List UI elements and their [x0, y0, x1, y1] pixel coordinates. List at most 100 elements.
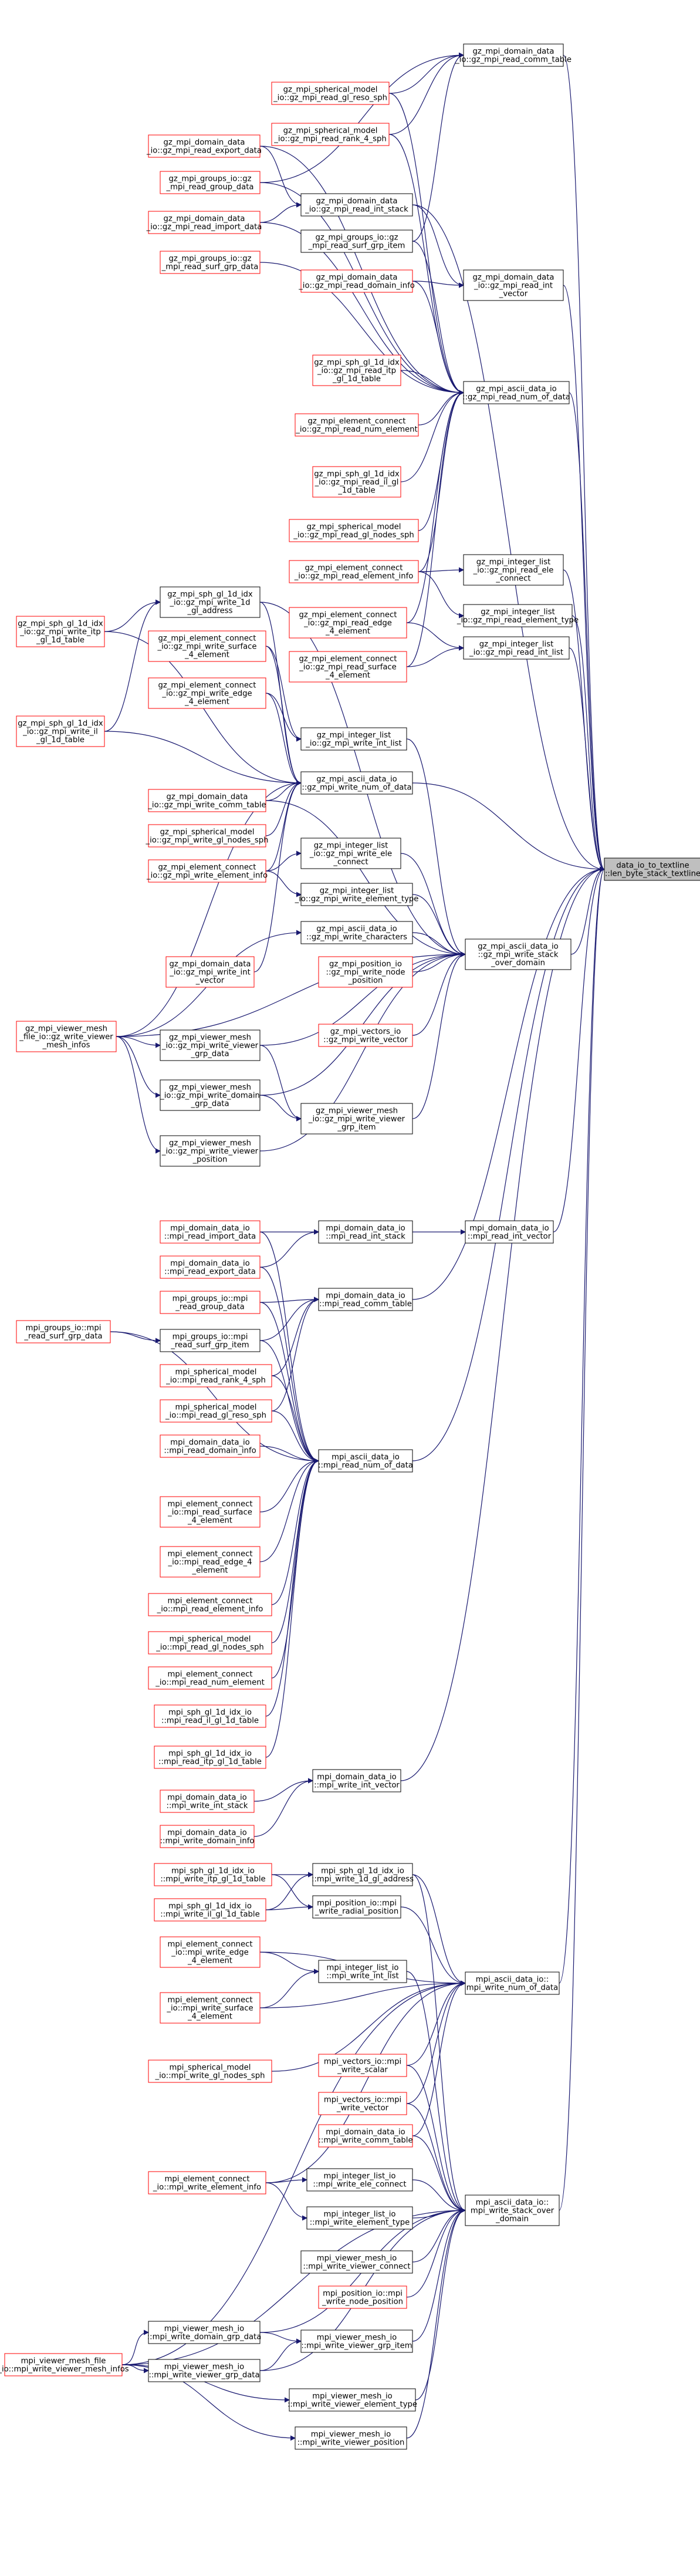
- graph-node-gsurf-data[interactable]: gz_mpi_groups_io::gz_mpi_read_surf_grp_d…: [160, 251, 261, 274]
- graph-node-mnodes-sph[interactable]: mpi_spherical_model_io::mpi_read_gl_node…: [148, 1631, 272, 1655]
- graph-node-grivec[interactable]: gz_mpi_domain_data_io::gz_mpi_read_int_v…: [463, 269, 564, 301]
- graph-node-gvgrp[interactable]: gz_mpi_viewer_mesh_io::gz_mpi_write_view…: [160, 1029, 261, 1061]
- graph-node-mrivec[interactable]: mpi_domain_data_io::mpi_read_int_vector: [465, 1220, 554, 1244]
- node-label-line: _write_scalar: [337, 2066, 388, 2075]
- graph-node-mwsso[interactable]: mpi_ascii_data_io::mpi_write_stack_over_…: [465, 2195, 560, 2226]
- graph-node-gvdom[interactable]: gz_mpi_viewer_mesh_io::gz_mpi_write_doma…: [160, 1079, 261, 1111]
- graph-node-mwelem-info[interactable]: mpi_element_connect_io::mpi_write_elemen…: [148, 2171, 266, 2195]
- graph-node-mvelem-type[interactable]: mpi_viewer_mesh_io::mpi_write_viewer_ele…: [288, 2388, 417, 2412]
- graph-node-mvpos[interactable]: mpi_viewer_mesh_io::mpi_write_viewer_pos…: [295, 2426, 407, 2450]
- graph-node-gread-grp[interactable]: gz_mpi_groups_io::gz_mpi_read_group_data: [160, 171, 261, 194]
- graph-node-mwil[interactable]: mpi_sph_gl_1d_idx_io::mpi_write_il_gl_1d…: [154, 1898, 266, 1922]
- graph-node-mnum-elem[interactable]: mpi_element_connect_io::mpi_read_num_ele…: [148, 1666, 272, 1690]
- call-edge: [265, 693, 302, 786]
- graph-node-mwnd[interactable]: mpi_ascii_data_io::mpi_write_num_of_data: [465, 1971, 560, 1995]
- graph-node-gvmf[interactable]: gz_mpi_viewer_mesh_file_io::gz_write_vie…: [16, 1021, 117, 1052]
- graph-node-gwnode-pos[interactable]: gz_mpi_position_io::gz_mpi_write_node_po…: [318, 956, 413, 988]
- graph-node-root[interactable]: data_io_to_textline::len_byte_stack_text…: [604, 857, 700, 881]
- graph-node-mw1d[interactable]: mpi_sph_gl_1d_idx_io::mpi_write_1d_gl_ad…: [312, 1863, 414, 1886]
- graph-node-grnd[interactable]: gz_mpi_ascii_data_io::gz_mpi_read_num_of…: [462, 381, 570, 404]
- graph-node-cmt[interactable]: gz_mpi_domain_data_io::gz_mpi_read_comm_…: [455, 43, 572, 67]
- graph-node-mwnodes-sph[interactable]: mpi_spherical_model_io::mpi_write_gl_nod…: [148, 2060, 272, 2083]
- graph-node-gwedge4[interactable]: gz_mpi_element_connect_io::gz_mpi_write_…: [148, 677, 266, 709]
- graph-node-mwele-conn[interactable]: mpi_integer_list_io::mpi_write_ele_conne…: [306, 2168, 413, 2192]
- graph-node-mrank4[interactable]: mpi_spherical_model_io::mpi_read_rank_4_…: [160, 1364, 272, 1387]
- graph-node-melem-info[interactable]: mpi_element_connect_io::mpi_read_element…: [148, 1593, 272, 1616]
- node-box: [16, 715, 105, 747]
- graph-node-mvmf[interactable]: mpi_viewer_mesh_file_io::mpi_write_viewe…: [0, 2353, 129, 2376]
- graph-node-gwivec[interactable]: gz_mpi_domain_data_io::gz_mpi_write_int_…: [165, 956, 255, 988]
- graph-node-gwnodes-sph[interactable]: gz_mpi_spherical_model_io::gz_mpi_write_…: [146, 824, 269, 848]
- graph-node-gint-ele[interactable]: gz_mpi_integer_list_io::gz_mpi_read_ele_…: [463, 554, 564, 586]
- graph-node-mwis[interactable]: mpi_domain_data_io::mpi_write_int_stack: [160, 1790, 255, 1813]
- graph-node-gwintlist[interactable]: gz_mpi_integer_list_io::gz_mpi_write_int…: [300, 727, 407, 751]
- graph-node-gelem-info[interactable]: gz_mpi_element_connect_io::gz_mpi_read_e…: [289, 560, 419, 583]
- node-box: [148, 859, 266, 883]
- graph-node-gnodes-sph[interactable]: gz_mpi_spherical_model_io::gz_mpi_read_g…: [289, 519, 419, 542]
- graph-node-gimp[interactable]: gz_mpi_domain_data_io::gz_mpi_read_impor…: [146, 211, 262, 234]
- graph-node-gwchars[interactable]: gz_mpi_ascii_data_io::gz_mpi_write_chara…: [300, 921, 413, 944]
- graph-node-gintlist[interactable]: gz_mpi_integer_list_io::gz_mpi_read_int_…: [463, 636, 570, 660]
- graph-node-mgrp[interactable]: mpi_groups_io::mpi_read_group_data: [160, 1291, 261, 1314]
- graph-node-mwrad[interactable]: mpi_position_io::mpi_write_radial_positi…: [312, 1895, 401, 1919]
- graph-node-msurf-data[interactable]: mpi_groups_io::mpi_read_surf_grp_data: [16, 1320, 111, 1343]
- graph-node-mwintlist[interactable]: mpi_integer_list_io::mpi_write_int_list: [318, 1960, 407, 1983]
- graph-node-mwelem-type[interactable]: mpi_integer_list_io::mpi_write_element_t…: [306, 2206, 413, 2230]
- graph-node-mwdom-info[interactable]: mpi_domain_data_io::mpi_write_domain_inf…: [160, 1825, 255, 1848]
- graph-node-gwele-conn[interactable]: gz_mpi_integer_list_io::gz_mpi_write_ele…: [300, 838, 401, 869]
- node-label-line: _4_element: [187, 2013, 232, 2021]
- graph-node-gdom-info[interactable]: gz_mpi_domain_data_io::gz_mpi_read_domai…: [298, 269, 415, 293]
- graph-node-mvgrp[interactable]: mpi_viewer_mesh_io::mpi_write_viewer_grp…: [148, 2359, 261, 2382]
- graph-node-mvdom[interactable]: mpi_viewer_mesh_io::mpi_write_domain_grp…: [147, 2321, 262, 2344]
- graph-node-mris[interactable]: mpi_domain_data_io::mpi_read_int_stack: [318, 1220, 413, 1244]
- graph-node-mwivec[interactable]: mpi_domain_data_io::mpi_write_int_vector: [312, 1769, 401, 1792]
- graph-node-gwil[interactable]: gz_mpi_sph_gl_1d_idx_io::gz_mpi_write_il…: [16, 715, 105, 747]
- graph-node-gwsurf4[interactable]: gz_mpi_element_connect_io::gz_mpi_write_…: [148, 630, 266, 662]
- node-label-line: _io::gz_mpi_write_viewer: [308, 1115, 405, 1124]
- graph-node-mwitp[interactable]: mpi_sph_gl_1d_idx_io::mpi_write_itp_gl_1…: [154, 1863, 272, 1886]
- graph-node-gwelem-info[interactable]: gz_mpi_element_connect_io::gz_mpi_write_…: [146, 859, 268, 883]
- graph-node-gwnd[interactable]: gz_mpi_ascii_data_io::gz_mpi_write_num_o…: [300, 771, 413, 795]
- graph-node-mil[interactable]: mpi_sph_gl_1d_idx_io::mpi_read_il_gl_1d_…: [154, 1704, 266, 1728]
- graph-node-mdom-info[interactable]: mpi_domain_data_io::mpi_read_domain_info: [160, 1434, 261, 1458]
- node-box: [16, 616, 105, 647]
- graph-node-mwsurf4[interactable]: mpi_element_connect_io::mpi_write_surfac…: [160, 1992, 261, 2024]
- graph-node-gitp[interactable]: gz_mpi_sph_gl_1d_idx_io::gz_mpi_read_itp…: [312, 355, 401, 386]
- graph-node-mcmt[interactable]: mpi_domain_data_io::mpi_read_comm_table: [318, 1288, 413, 1311]
- graph-node-mreso[interactable]: mpi_spherical_model_io::mpi_read_gl_reso…: [160, 1399, 272, 1423]
- graph-node-gvpos[interactable]: gz_mpi_viewer_mesh_io::gz_mpi_write_view…: [160, 1135, 261, 1167]
- graph-node-gsph-rank4[interactable]: gz_mpi_spherical_model_io::gz_mpi_read_r…: [271, 123, 390, 146]
- graph-node-gint-type[interactable]: gz_mpi_integer_list_io::gz_mpi_read_elem…: [456, 604, 579, 627]
- graph-node-mitp[interactable]: mpi_sph_gl_1d_idx_io::mpi_read_itp_gl_1d…: [154, 1746, 266, 1769]
- graph-node-mrnd[interactable]: mpi_ascii_data_io::mpi_read_num_of_data: [318, 1449, 413, 1473]
- graph-node-mwnode-pos[interactable]: mpi_position_io::mpi_write_node_position: [318, 2285, 407, 2309]
- graph-node-gsurf4[interactable]: gz_mpi_element_connect_io::gz_mpi_read_s…: [289, 651, 407, 683]
- graph-node-mwscalar[interactable]: mpi_vectors_io::mpi_write_scalar: [318, 2054, 407, 2077]
- node-label-line: _mpi_read_surf_grp_item: [308, 242, 405, 251]
- graph-node-gedge4[interactable]: gz_mpi_element_connect_io::gz_mpi_read_e…: [289, 607, 407, 639]
- graph-node-mwvector[interactable]: mpi_vectors_io::mpi_write_vector: [318, 2092, 407, 2115]
- graph-node-gsph-reso[interactable]: gz_mpi_spherical_model_io::gz_mpi_read_g…: [271, 82, 390, 105]
- graph-node-medge4[interactable]: mpi_element_connect_io::mpi_read_edge_4_…: [160, 1546, 261, 1578]
- graph-node-mexp[interactable]: mpi_domain_data_io::mpi_read_export_data: [160, 1255, 261, 1279]
- graph-node-mwedge4[interactable]: mpi_element_connect_io::mpi_write_edge_4…: [160, 1936, 261, 1968]
- graph-node-gexp[interactable]: gz_mpi_domain_data_io::gz_mpi_read_expor…: [146, 134, 262, 158]
- graph-node-gwsso[interactable]: gz_mpi_ascii_data_io::gz_mpi_write_stack…: [465, 938, 572, 970]
- graph-node-gwcmt[interactable]: gz_mpi_domain_data_io::gz_mpi_write_comm…: [147, 789, 266, 812]
- graph-node-gnum-elem[interactable]: gz_mpi_element_connect_io::gz_mpi_read_n…: [295, 413, 419, 437]
- graph-node-gsph-wgladdr[interactable]: gz_mpi_sph_gl_1d_idx_io::gz_mpi_write_1d…: [160, 586, 261, 618]
- graph-node-gwitp[interactable]: gz_mpi_sph_gl_1d_idx_io::gz_mpi_write_it…: [16, 616, 105, 647]
- graph-node-gwelem-type[interactable]: gz_mpi_integer_list_io::gz_mpi_write_ele…: [295, 883, 419, 906]
- graph-node-msurf-item[interactable]: mpi_groups_io::mpi_read_surf_grp_item: [160, 1329, 261, 1352]
- graph-node-gvvec[interactable]: gz_mpi_vectors_io::gz_mpi_write_vector: [318, 1024, 413, 1047]
- graph-node-mimp[interactable]: mpi_domain_data_io::mpi_read_import_data: [160, 1220, 261, 1244]
- graph-node-mvconn[interactable]: mpi_viewer_mesh_io::mpi_write_viewer_con…: [300, 2250, 413, 2274]
- graph-node-msurf4[interactable]: mpi_element_connect_io::mpi_read_surface…: [160, 1496, 261, 1528]
- graph-node-gvitem[interactable]: gz_mpi_viewer_mesh_io::gz_mpi_write_view…: [300, 1103, 413, 1135]
- graph-node-gigl[interactable]: gz_mpi_sph_gl_1d_idx_io::gz_mpi_read_il_…: [312, 466, 401, 498]
- graph-node-mvitem[interactable]: mpi_viewer_mesh_io::mpi_write_viewer_grp…: [300, 2329, 413, 2353]
- graph-node-gris[interactable]: gz_mpi_domain_data_io::gz_mpi_read_int_s…: [300, 193, 413, 217]
- graph-node-mwcmt[interactable]: mpi_domain_data_io::mpi_write_comm_table: [318, 2124, 413, 2148]
- node-label-line: mpi_viewer_mesh_file: [21, 2357, 106, 2366]
- graph-node-gsurf-item[interactable]: gz_mpi_groups_io::gz_mpi_read_surf_grp_i…: [300, 229, 413, 253]
